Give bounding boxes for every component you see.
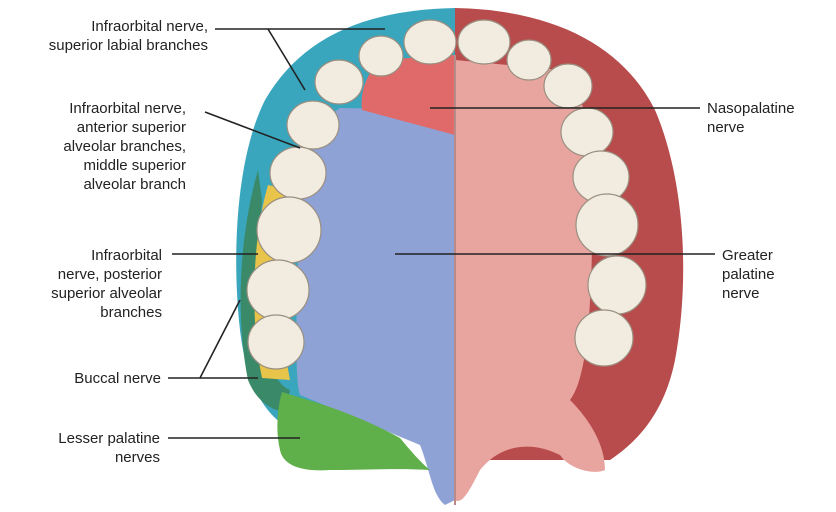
tooth xyxy=(287,101,339,149)
tooth xyxy=(588,256,646,314)
tooth xyxy=(575,310,633,366)
label-infraorbital-posterior: Infraorbital nerve, posterior superior a… xyxy=(10,246,162,322)
leader-buccal xyxy=(168,300,240,378)
label-lesser-palatine: Lesser palatine nerves xyxy=(10,429,160,467)
tooth xyxy=(576,194,638,256)
tooth xyxy=(315,60,363,104)
label-infraorbital-superior-labial: Infraorbital nerve, superior labial bran… xyxy=(10,17,208,55)
tooth xyxy=(507,40,551,80)
label-nasopalatine: Nasopalatine nerve xyxy=(707,99,827,137)
label-greater-palatine: Greater palatine nerve xyxy=(722,246,822,303)
label-buccal-nerve: Buccal nerve xyxy=(10,369,161,388)
tooth xyxy=(458,20,510,64)
tooth xyxy=(248,315,304,369)
tooth xyxy=(359,36,403,76)
tooth xyxy=(270,147,326,199)
tooth xyxy=(247,260,309,320)
tooth xyxy=(544,64,592,108)
label-infraorbital-anterior-middle: Infraorbital nerve, anterior superior al… xyxy=(10,99,186,194)
tooth xyxy=(561,108,613,156)
tooth xyxy=(404,20,456,64)
tooth xyxy=(257,197,321,263)
